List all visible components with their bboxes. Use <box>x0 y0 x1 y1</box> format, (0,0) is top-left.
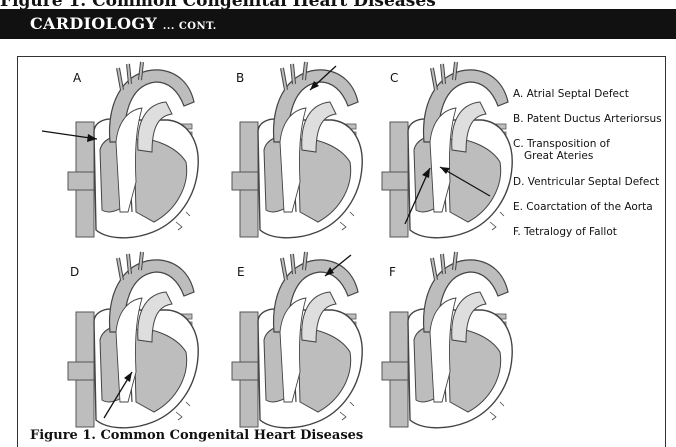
diagram-panel-e: E <box>222 252 372 422</box>
section-title-text: CARDIOLOGY <box>30 14 157 33</box>
legend-item-c-line2: Great Ateries <box>524 150 593 162</box>
section-header-bar: CARDIOLOGY ... CONT. <box>0 9 676 39</box>
section-title: CARDIOLOGY ... CONT. <box>30 14 217 33</box>
diagram-panel-c: C <box>372 62 522 232</box>
legend-item-c-line1: C. Transposition of <box>513 138 610 150</box>
panel-label-e: E <box>237 265 245 279</box>
legend-item-a: A. Atrial Septal Defect <box>513 88 629 100</box>
diagram-panel-d: D <box>58 252 208 422</box>
heart-diagram-b <box>222 62 372 232</box>
legend-item-f: F. Tetralogy of Fallot <box>513 226 617 238</box>
legend-item-d: D. Ventricular Septal Defect <box>513 176 659 188</box>
heart-diagram-a <box>58 62 208 232</box>
diagram-panel-a: A <box>58 62 208 232</box>
panel-label-c: C <box>390 71 398 85</box>
panel-label-d: D <box>70 265 79 279</box>
panel-label-f: F <box>389 265 396 279</box>
panel-label-a: A <box>73 71 81 85</box>
legend-item-e: E. Coarctation of the Aorta <box>513 201 653 213</box>
legend-item-b: B. Patent Ductus Arteriorsus <box>513 113 662 125</box>
figure-caption: Figure 1. Common Congenital Heart Diseas… <box>30 428 363 443</box>
heart-diagram-d <box>58 252 208 422</box>
diagram-panel-b: B <box>222 62 372 232</box>
section-title-suffix: ... CONT. <box>163 21 217 32</box>
heart-diagram-c <box>372 62 522 232</box>
diagram-panel-f: F <box>372 252 522 422</box>
panel-label-b: B <box>236 71 244 85</box>
